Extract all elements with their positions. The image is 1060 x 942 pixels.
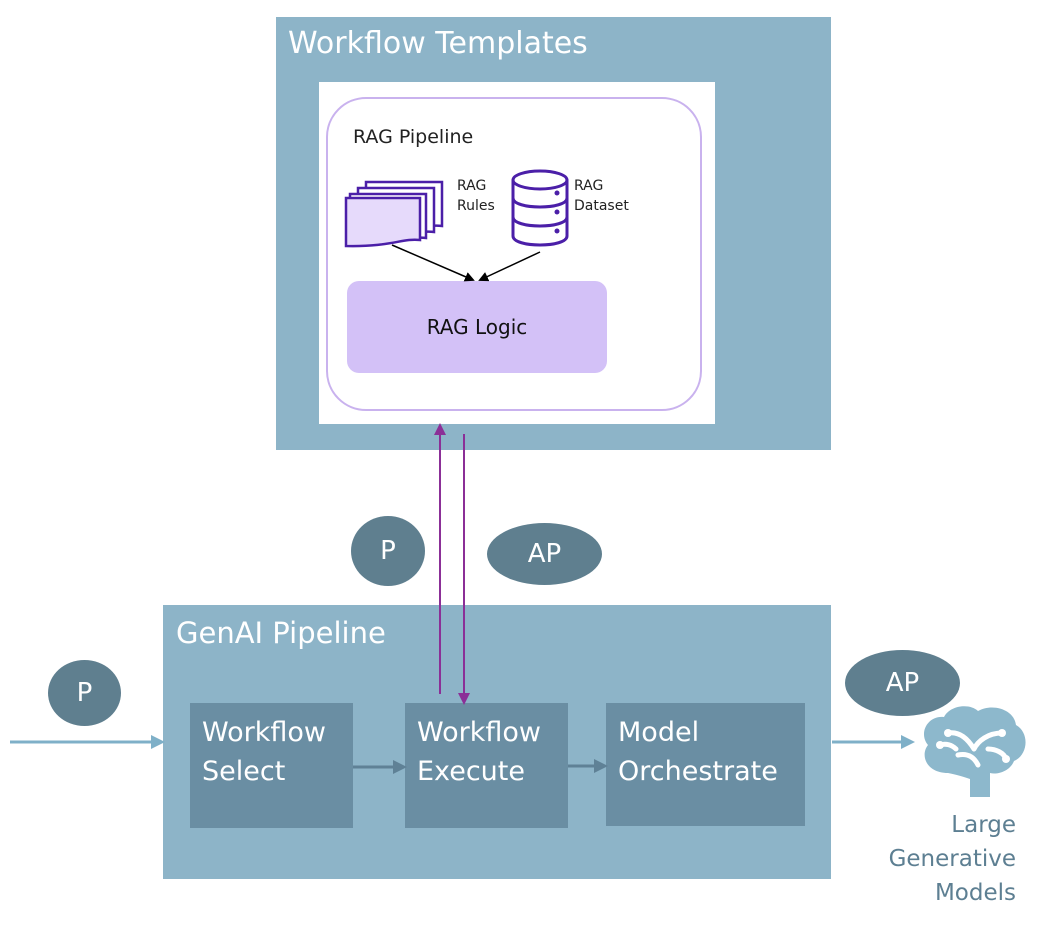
prompt-badge-upper: P bbox=[351, 516, 425, 586]
large-generative-models-label: Large Generative Models bbox=[888, 812, 1016, 906]
workflow-select-stage: Workflow Select bbox=[190, 703, 353, 828]
workflow-templates-title: Workflow Templates bbox=[288, 26, 588, 61]
model-orchestrate-stage: Model Orchestrate bbox=[606, 703, 805, 826]
rag-rules-label: RAG Rules bbox=[457, 178, 495, 214]
documents-icon bbox=[344, 180, 444, 248]
rag-dataset-label: RAG Dataset bbox=[574, 178, 629, 214]
augmented-prompt-badge-upper: AP bbox=[487, 523, 602, 585]
genai-pipeline-title: GenAI Pipeline bbox=[176, 616, 386, 650]
prompt-badge-input: P bbox=[48, 660, 121, 726]
database-icon bbox=[511, 169, 569, 247]
brain-icon bbox=[923, 706, 1026, 797]
rag-pipeline-title: RAG Pipeline bbox=[353, 126, 474, 148]
augmented-prompt-badge-output: AP bbox=[845, 650, 960, 716]
workflow-execute-stage: Workflow Execute bbox=[405, 703, 568, 828]
rag-logic-box: RAG Logic bbox=[347, 281, 607, 373]
